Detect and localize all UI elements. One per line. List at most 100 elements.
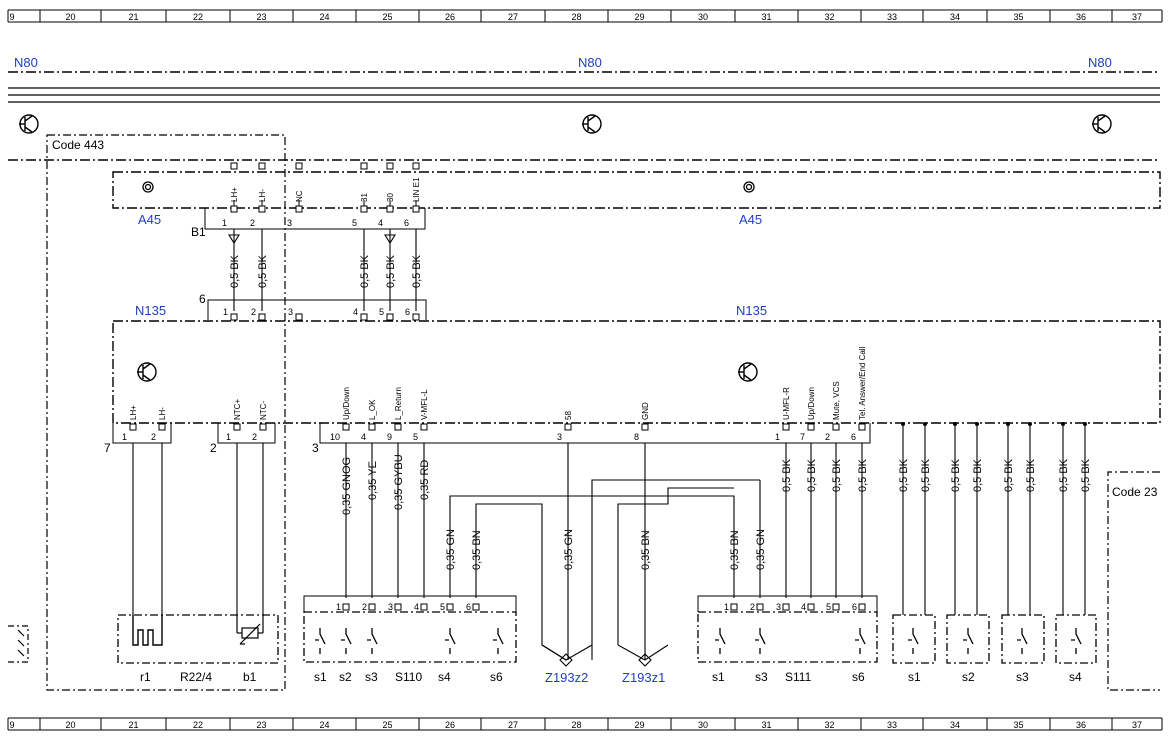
ruler-label: 32: [824, 12, 834, 22]
pin-name: L_OK: [368, 399, 377, 420]
pin-name: LH-: [258, 189, 267, 202]
s111-connector: [697, 595, 878, 612]
switch-symbols: [315, 628, 1082, 654]
pin-number: 6: [851, 432, 856, 442]
pin-number: 3: [388, 602, 393, 612]
pin-name: Up/Down: [342, 387, 351, 420]
ruler-label: 30: [698, 720, 708, 730]
wire-junction: [1083, 422, 1087, 426]
pin-icon: [230, 205, 238, 213]
ruler-label: 34: [950, 720, 960, 730]
pin-number: 3: [287, 218, 292, 228]
thermistor-icon: [236, 615, 264, 645]
pin-name: LIN E1: [412, 177, 421, 202]
s110-connector: [303, 595, 517, 612]
code-23-label: Code 23: [1112, 485, 1158, 499]
connector-3-label: 3: [312, 441, 319, 455]
s110-s3: s3: [365, 670, 378, 684]
ruler-label: 23: [256, 12, 266, 22]
transistor-icon: [1092, 114, 1112, 134]
pin-icon: [564, 423, 572, 431]
pin-icon: [730, 603, 738, 611]
ruler-label: 33: [887, 720, 897, 730]
n135-bottom-pins: 1LH+2LH-1NTC+2NTC-10Up/Down4L_OK9L_Retur…: [122, 346, 867, 442]
pin-icon: [368, 603, 376, 611]
pin-icon: [420, 423, 428, 431]
switch-icon: [908, 628, 919, 654]
pin-number: 2: [750, 602, 755, 612]
s111-s1: s1: [712, 670, 725, 684]
wire-label: 0,5 BK: [1025, 458, 1037, 492]
a45-label-right: A45: [739, 212, 762, 227]
ruler-label: 20: [65, 12, 75, 22]
wire-label: 0,35 BN: [471, 530, 483, 570]
switch-icon: [855, 628, 866, 654]
wire-label: 0,5 BK: [920, 458, 932, 492]
ruler-label: 22: [193, 720, 203, 730]
pin-icon: [259, 423, 267, 431]
ruler-label: 31: [761, 720, 771, 730]
pin-name: NTC+: [233, 399, 242, 420]
wires-r1-b1: [132, 443, 264, 615]
wire-label: 0,5 BK: [781, 458, 793, 492]
ruler-label: 26: [445, 12, 455, 22]
n80-bus: [8, 71, 1160, 161]
wire-label: 0,5 BK: [950, 458, 962, 492]
a45-label-left: A45: [138, 212, 161, 227]
antenna-icon: [142, 181, 154, 193]
wire-label: 0,5 BK: [411, 254, 423, 288]
pin-icon: [342, 603, 350, 611]
pin-icon: [472, 603, 480, 611]
ruler-label: 31: [761, 12, 771, 22]
wire-label: 0,5 BK: [831, 458, 843, 492]
pin-icon: [233, 423, 241, 431]
pin-number: 2: [251, 307, 256, 317]
pin-name: 58: [564, 411, 573, 420]
code-443-label: Code 443: [52, 138, 104, 152]
connector-6-label: 6: [199, 292, 206, 306]
pin-icon: [360, 205, 368, 213]
transistor-icon: [137, 362, 157, 382]
pin-name: V-MFL-L: [420, 389, 429, 420]
a45-connector-b1: [204, 208, 426, 230]
pin-number: 1: [226, 432, 231, 442]
wire-label: 0,35 YE: [367, 461, 379, 500]
n135-label-left: N135: [135, 303, 166, 318]
s110-label: S110: [395, 670, 422, 684]
pin-number: 1: [775, 432, 780, 442]
switch-icon: [445, 628, 456, 654]
ruler-label: 30: [698, 12, 708, 22]
n135-top-connector: [207, 299, 427, 320]
pin-icon: [386, 205, 394, 213]
right-s1: s1: [908, 670, 921, 684]
pin-icon: [295, 205, 303, 213]
partial-left-element: [8, 625, 29, 663]
pin-number: 7: [800, 432, 805, 442]
ruler-label: 35: [1013, 12, 1023, 22]
wire-label: 0,5 BK: [359, 254, 371, 288]
pin-name: 30: [386, 193, 395, 202]
pin-number: 9: [387, 432, 392, 442]
bottom-ruler: [8, 717, 1162, 731]
s110-s1: s1: [314, 670, 327, 684]
pin-number: 8: [634, 432, 639, 442]
wire-label: 0,35 GYBU: [393, 454, 405, 510]
pin-icon: [394, 423, 402, 431]
wire-junction: [975, 422, 979, 426]
pin-name: NTC-: [259, 401, 268, 420]
pin-number: 3: [776, 602, 781, 612]
pin-icon: [368, 423, 376, 431]
pin-icon: [258, 313, 266, 321]
wire-label: 0,35 GN: [755, 529, 767, 570]
n80-label-left: N80: [14, 55, 38, 70]
pin-icon: [158, 423, 166, 431]
right-switch-boxes: [892, 614, 1097, 664]
pin-name: GND: [641, 402, 650, 420]
ruler-label: 27: [508, 12, 518, 22]
pin-icon: [295, 313, 303, 321]
pin-number: 10: [330, 432, 340, 442]
ruler-label: 24: [319, 12, 329, 22]
pin-name: L_Return: [394, 387, 403, 420]
